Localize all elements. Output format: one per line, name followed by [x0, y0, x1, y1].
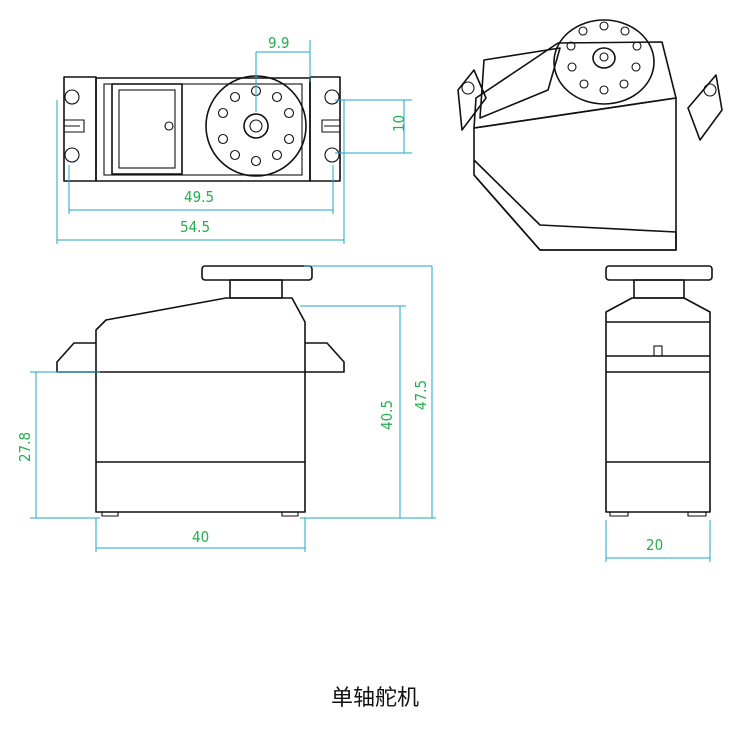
dim-body-depth: 20 [646, 536, 663, 554]
side-view-dimension-lines [30, 265, 436, 552]
dim-mount-hole-span: 49.5 [184, 188, 214, 206]
side-view: 27.8 40 40.5 47.5 [16, 265, 436, 552]
top-view-body [95, 77, 311, 182]
dim-overall-height: 47.5 [412, 380, 430, 410]
dim-horn-offset: 9.9 [268, 34, 289, 52]
side-view-tabs [56, 342, 345, 373]
end-view-dimension-lines [605, 520, 711, 562]
top-view-flange [63, 76, 341, 182]
side-view-horn [201, 265, 313, 281]
dim-body-width: 40 [192, 528, 209, 546]
dim-mount-hole-spacing: 10 [390, 115, 408, 132]
top-view: 9.9 10 49.5 54.5 [56, 34, 412, 244]
end-view: 20 [605, 265, 713, 562]
dim-mount-tab-height: 27.8 [16, 432, 34, 462]
flange-holes [64, 89, 340, 163]
iso-horn [553, 19, 655, 105]
dim-overall-length: 54.5 [180, 218, 210, 236]
end-view-horn [605, 265, 713, 281]
isometric-view [457, 19, 723, 251]
top-view-dimension-lines [56, 40, 412, 244]
diagram-caption: 单轴舵机 [330, 686, 419, 711]
dim-body-height: 40.5 [378, 400, 396, 430]
horn-holes [217, 85, 295, 167]
